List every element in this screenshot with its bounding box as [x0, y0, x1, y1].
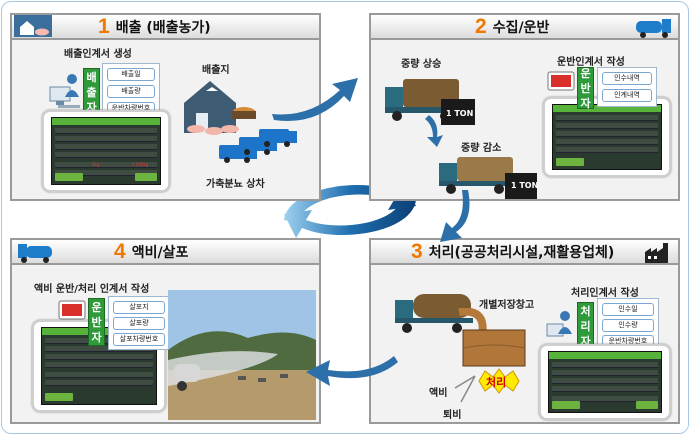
screen-button	[135, 173, 157, 181]
weight-up-label: 중량 상승	[401, 59, 442, 70]
panel-transport: 2 수집/운반 중량 상승 1 TON 중량 감소 1 TON 운반인계서 작성…	[369, 13, 680, 201]
panel-discharge: 1 배출 (배출농가) 배출인계서 생성 배 출 자 배출일 배출량 운반차량번…	[10, 13, 321, 201]
facility-label: 가축분뇨 상차	[206, 179, 265, 190]
process-badge	[478, 368, 520, 394]
step-number: 2	[475, 14, 487, 38]
panel-title: 배출 (배출농가)	[115, 19, 211, 36]
weight-down-label: 중량 감소	[461, 143, 502, 154]
site-label: 배출지	[202, 65, 230, 76]
field-item: 살포량	[113, 317, 165, 330]
field-list: 인수내역 인계내역	[597, 67, 657, 107]
badge-char: 자	[86, 101, 97, 114]
panel-header: 1 배출 (배출농가)	[12, 14, 319, 40]
badge-char: 자	[580, 334, 591, 348]
field-item: 인수량	[602, 319, 654, 332]
tanker-truck-icon	[18, 243, 52, 263]
badge-char: 반	[580, 81, 591, 95]
panel-title: 수집/운반	[492, 19, 550, 36]
screen-button	[45, 393, 73, 401]
transporter-badge: 운 반 자	[88, 298, 105, 346]
panel-title: 액비/살포	[131, 244, 189, 261]
arrow-1-to-2	[272, 78, 358, 121]
badge-char: 처	[580, 304, 591, 318]
field-item: 인수내역	[602, 72, 652, 85]
form-label: 액비 운반/처리 인계서 작성	[34, 284, 150, 295]
field-list: 살포지 살포량 살포차량번호	[108, 296, 170, 350]
step-number: 1	[98, 14, 110, 38]
process-label: 처리	[486, 376, 507, 389]
field-item: 배출일	[107, 68, 155, 81]
down-arrow-icon	[425, 115, 443, 147]
field-item: 인계내역	[602, 89, 652, 102]
panel-spraying: 4 액비/살포 액비 운반/처리 인계서 작성 운 반 자 살포지 살포량 살포…	[10, 238, 321, 424]
step-number: 4	[114, 239, 126, 263]
storage-tank-icon	[458, 308, 526, 367]
tablet-screen	[543, 97, 671, 177]
screen-button	[55, 173, 83, 181]
factory-icon	[645, 243, 668, 263]
output-liquid-label: 액비	[429, 388, 448, 399]
tank-label: 개별저장창고	[479, 300, 535, 311]
truck-convoy-icon	[219, 129, 297, 163]
panel-title: 처리(공공처리시설,재활용업체)	[428, 244, 615, 261]
badge-char: 리	[580, 319, 591, 333]
operator-icon	[49, 74, 80, 108]
barn-icon	[14, 14, 52, 39]
badge-char: 자	[91, 330, 102, 344]
weight-text: 3kg	[92, 162, 100, 167]
field-item: 살포지	[113, 301, 165, 314]
badge-char: 운	[580, 66, 591, 80]
panel-header: 4 액비/살포	[12, 240, 319, 265]
form-label: 운반인계서 작성	[557, 57, 625, 68]
tablet-screen: 3kg 4,000kg	[42, 110, 170, 192]
screen-button	[552, 401, 580, 409]
screen-button	[556, 158, 584, 166]
barn-scene	[184, 81, 256, 135]
tablet-icon	[58, 300, 86, 320]
weight-tag: 1 TON	[511, 181, 539, 190]
output-compost-label: 퇴비	[443, 410, 462, 421]
output-arrows	[454, 375, 476, 403]
badge-char: 배	[86, 71, 97, 84]
field-item: 배출량	[107, 85, 155, 98]
panel-header: 3 처리(공공처리시설,재활용업체)	[371, 240, 678, 265]
tanker-unload-icon	[395, 294, 473, 333]
loaded-truck-icon	[385, 79, 475, 125]
arrow-2-to-3	[440, 190, 470, 242]
tablet-screen	[539, 344, 671, 420]
spraying-photo	[168, 290, 316, 420]
badge-char: 반	[91, 315, 102, 329]
operator-icon	[546, 311, 572, 337]
badge-char: 운	[91, 300, 102, 314]
tanker-truck-icon	[636, 19, 671, 38]
transporter-badge: 운 반 자	[577, 66, 594, 110]
processor-badge: 처 리 자	[577, 302, 594, 350]
weight-tag: 1 TON	[446, 109, 474, 118]
arrow-3-to-4	[306, 356, 398, 386]
field-list: 배출일 배출량 운반차량번호	[102, 63, 160, 119]
field-item: 인수일	[602, 303, 654, 316]
form-label: 배출인계서 생성	[64, 49, 132, 60]
field-item: 살포차량번호	[113, 333, 165, 346]
screen-button	[636, 401, 658, 409]
panel-processing: 3 처리(공공처리시설,재활용업체) 개별저장창고 처리 액비 퇴비 처리인계서…	[369, 238, 680, 424]
badge-char: 자	[580, 96, 591, 110]
panel-header: 2 수집/운반	[371, 15, 678, 40]
tablet-icon	[547, 71, 575, 91]
unloaded-truck-icon	[439, 157, 537, 199]
form-label: 처리인계서 작성	[571, 288, 639, 299]
step-number: 3	[411, 239, 423, 263]
weight-text: 4,000kg	[132, 162, 149, 167]
badge-char: 출	[86, 86, 97, 99]
